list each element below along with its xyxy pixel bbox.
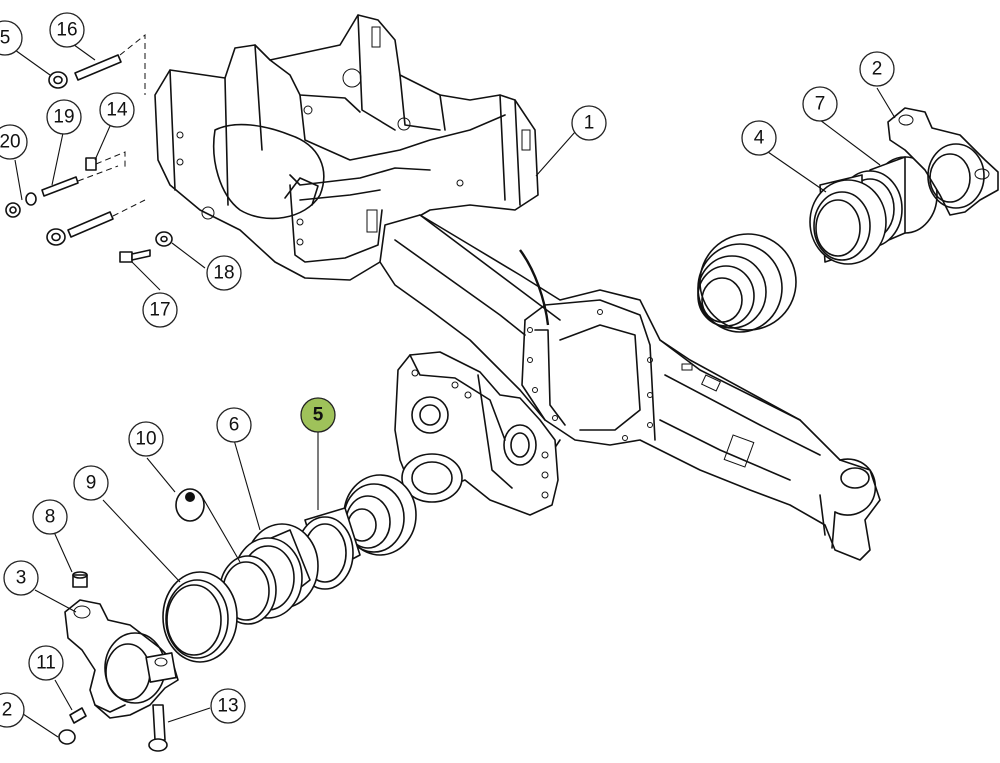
callout-14: 14 — [99, 92, 135, 128]
bearing-cap-right — [887, 107, 999, 216]
seal-ring-right — [697, 233, 797, 333]
callout-5-label: 5 — [313, 405, 324, 426]
callout-6: 6 — [216, 407, 252, 443]
callout-5-highlighted: 5 — [300, 397, 336, 433]
axle-housing — [379, 214, 881, 561]
callout-1-label: 1 — [584, 113, 595, 134]
callout-13-label: 13 — [217, 696, 238, 717]
axle-support-bracket — [154, 14, 539, 281]
callout-8-label: 8 — [45, 507, 56, 528]
callout-6-label: 6 — [229, 415, 240, 436]
callout-17: 17 — [142, 292, 178, 328]
callout-3-label: 3 — [16, 568, 27, 589]
callout-15: 5 — [0, 20, 23, 56]
callout-11-label: 11 — [36, 653, 56, 674]
callout-15-label: 5 — [0, 28, 10, 49]
callout-13: 13 — [210, 688, 246, 724]
callout-20: 20 — [0, 124, 28, 160]
callout-8: 8 — [32, 499, 68, 535]
callout-7-label: 7 — [815, 94, 826, 115]
callout-20-label: 20 — [0, 132, 21, 153]
leader-lines — [14, 41, 896, 738]
seal-ring-9 — [162, 571, 238, 663]
callout-18: 18 — [206, 255, 242, 291]
callout-17-label: 17 — [149, 300, 170, 321]
callout-9-label: 9 — [86, 473, 97, 494]
callout-14-label: 14 — [106, 100, 128, 121]
callout-10: 10 — [128, 421, 164, 457]
callout-2-label: 2 — [872, 59, 883, 80]
callout-1: 1 — [571, 105, 607, 141]
alignment-lines — [77, 33, 146, 217]
callout-19: 19 — [46, 99, 82, 135]
callout-16: 16 — [49, 12, 85, 48]
callout-2: 2 — [859, 51, 895, 87]
callout-4-label: 4 — [754, 128, 765, 149]
callout-19-label: 19 — [53, 107, 74, 128]
callout-12: 2 — [0, 692, 25, 728]
callout-16-label: 16 — [56, 20, 77, 41]
callout-11: 11 — [28, 645, 64, 681]
callout-9: 9 — [73, 465, 109, 501]
callout-7: 7 — [802, 86, 838, 122]
callout-3: 3 — [3, 560, 39, 596]
bearing-cap-left — [64, 599, 179, 719]
callout-4: 4 — [741, 120, 777, 156]
callout-18-label: 18 — [213, 263, 234, 284]
bushing-right — [809, 156, 938, 265]
trunnion-housing — [394, 351, 559, 516]
callout-12-label: 2 — [2, 700, 13, 721]
fasteners — [5, 54, 205, 752]
callout-10-label: 10 — [135, 429, 156, 450]
